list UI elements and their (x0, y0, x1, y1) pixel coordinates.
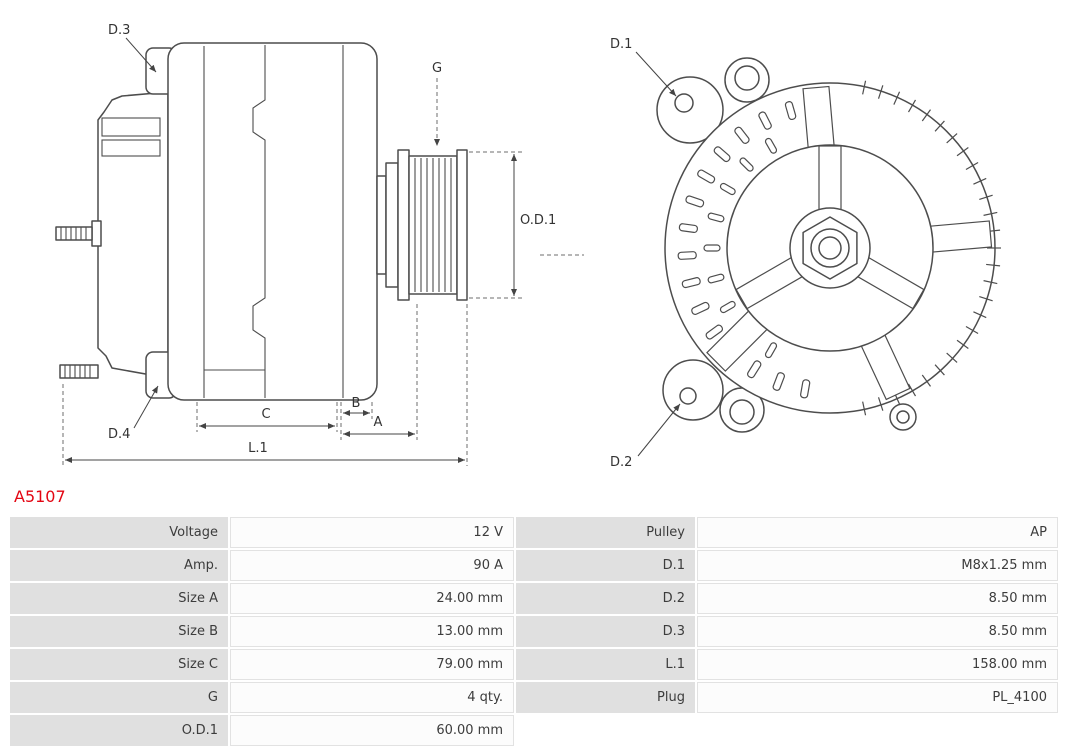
label-c: C (261, 407, 270, 422)
spec-label-cell: D.1 (516, 550, 695, 581)
spec-label-cell: D.3 (516, 616, 695, 647)
part-number: A5107 (14, 487, 66, 506)
spec-label-cell: Amp. (10, 550, 228, 581)
vent-slots (677, 101, 811, 399)
dimension-a: A (343, 304, 418, 440)
spec-label-cell: G (10, 682, 228, 713)
spec-label-cell: Voltage (10, 517, 228, 548)
dimension-c: C (196, 402, 338, 432)
label-l1: L.1 (248, 441, 268, 456)
label-d3: D.3 (108, 23, 130, 38)
spec-label-cell: Size B (10, 616, 228, 647)
rear-housing (97, 91, 169, 379)
spec-value-cell (697, 715, 1058, 746)
spec-value-cell: 24.00 mm (230, 583, 514, 614)
dimension-b: B (340, 396, 373, 440)
label-d2: D.2 (610, 455, 632, 470)
label-d1: D.1 (610, 37, 632, 52)
mounting-holes (674, 65, 910, 425)
spec-value-cell: 12 V (230, 517, 514, 548)
shaft-center (818, 236, 842, 260)
label-g: G (432, 61, 442, 76)
bracket-arms (706, 85, 993, 401)
front-view-diagram: D.1 D.2 (610, 37, 1001, 470)
spec-value-cell: AP (697, 517, 1058, 548)
terminal-stud (55, 220, 102, 247)
spec-label-cell: L.1 (516, 649, 695, 680)
label-b: B (352, 396, 361, 411)
spec-label-cell: Size C (10, 649, 228, 680)
label-od1: O.D.1 (520, 213, 556, 228)
pulley-side (376, 149, 468, 301)
dimension-l1: L.1 (62, 304, 468, 466)
side-view-diagram: D.3 D.4 G O.D.1 C (55, 23, 584, 466)
spec-value-cell: 13.00 mm (230, 616, 514, 647)
pulley-spokes (735, 145, 925, 310)
spec-value-cell: 8.50 mm (697, 583, 1058, 614)
spec-label-cell: D.2 (516, 583, 695, 614)
leader-d4 (133, 385, 159, 429)
spec-value-cell: 90 A (230, 550, 514, 581)
spec-value-cell: 4 qty. (230, 682, 514, 713)
label-a: A (374, 415, 383, 430)
leader-d1 (635, 51, 677, 97)
alternator-body-side (167, 42, 378, 401)
leader-d2 (637, 403, 681, 457)
leader-d3 (125, 37, 157, 73)
spec-value-cell: M8x1.25 mm (697, 550, 1058, 581)
cooling-fins (862, 80, 1001, 416)
spec-label-cell: Size A (10, 583, 228, 614)
label-d4: D.4 (108, 427, 130, 442)
spec-value-cell: 79.00 mm (230, 649, 514, 680)
spec-value-cell: 158.00 mm (697, 649, 1058, 680)
spec-value-cell: 8.50 mm (697, 616, 1058, 647)
spec-label-cell: Plug (516, 682, 695, 713)
spec-label-cell: Pulley (516, 517, 695, 548)
spec-value-cell: PL_4100 (697, 682, 1058, 713)
spec-value-cell: 60.00 mm (230, 715, 514, 746)
dimension-od1: O.D.1 (469, 151, 584, 299)
alternator-technical-drawing: D.3 D.4 G O.D.1 C (55, 23, 1001, 470)
spec-label-cell (516, 715, 695, 746)
spec-label-cell: O.D.1 (10, 715, 228, 746)
mounting-bolt (59, 364, 99, 379)
